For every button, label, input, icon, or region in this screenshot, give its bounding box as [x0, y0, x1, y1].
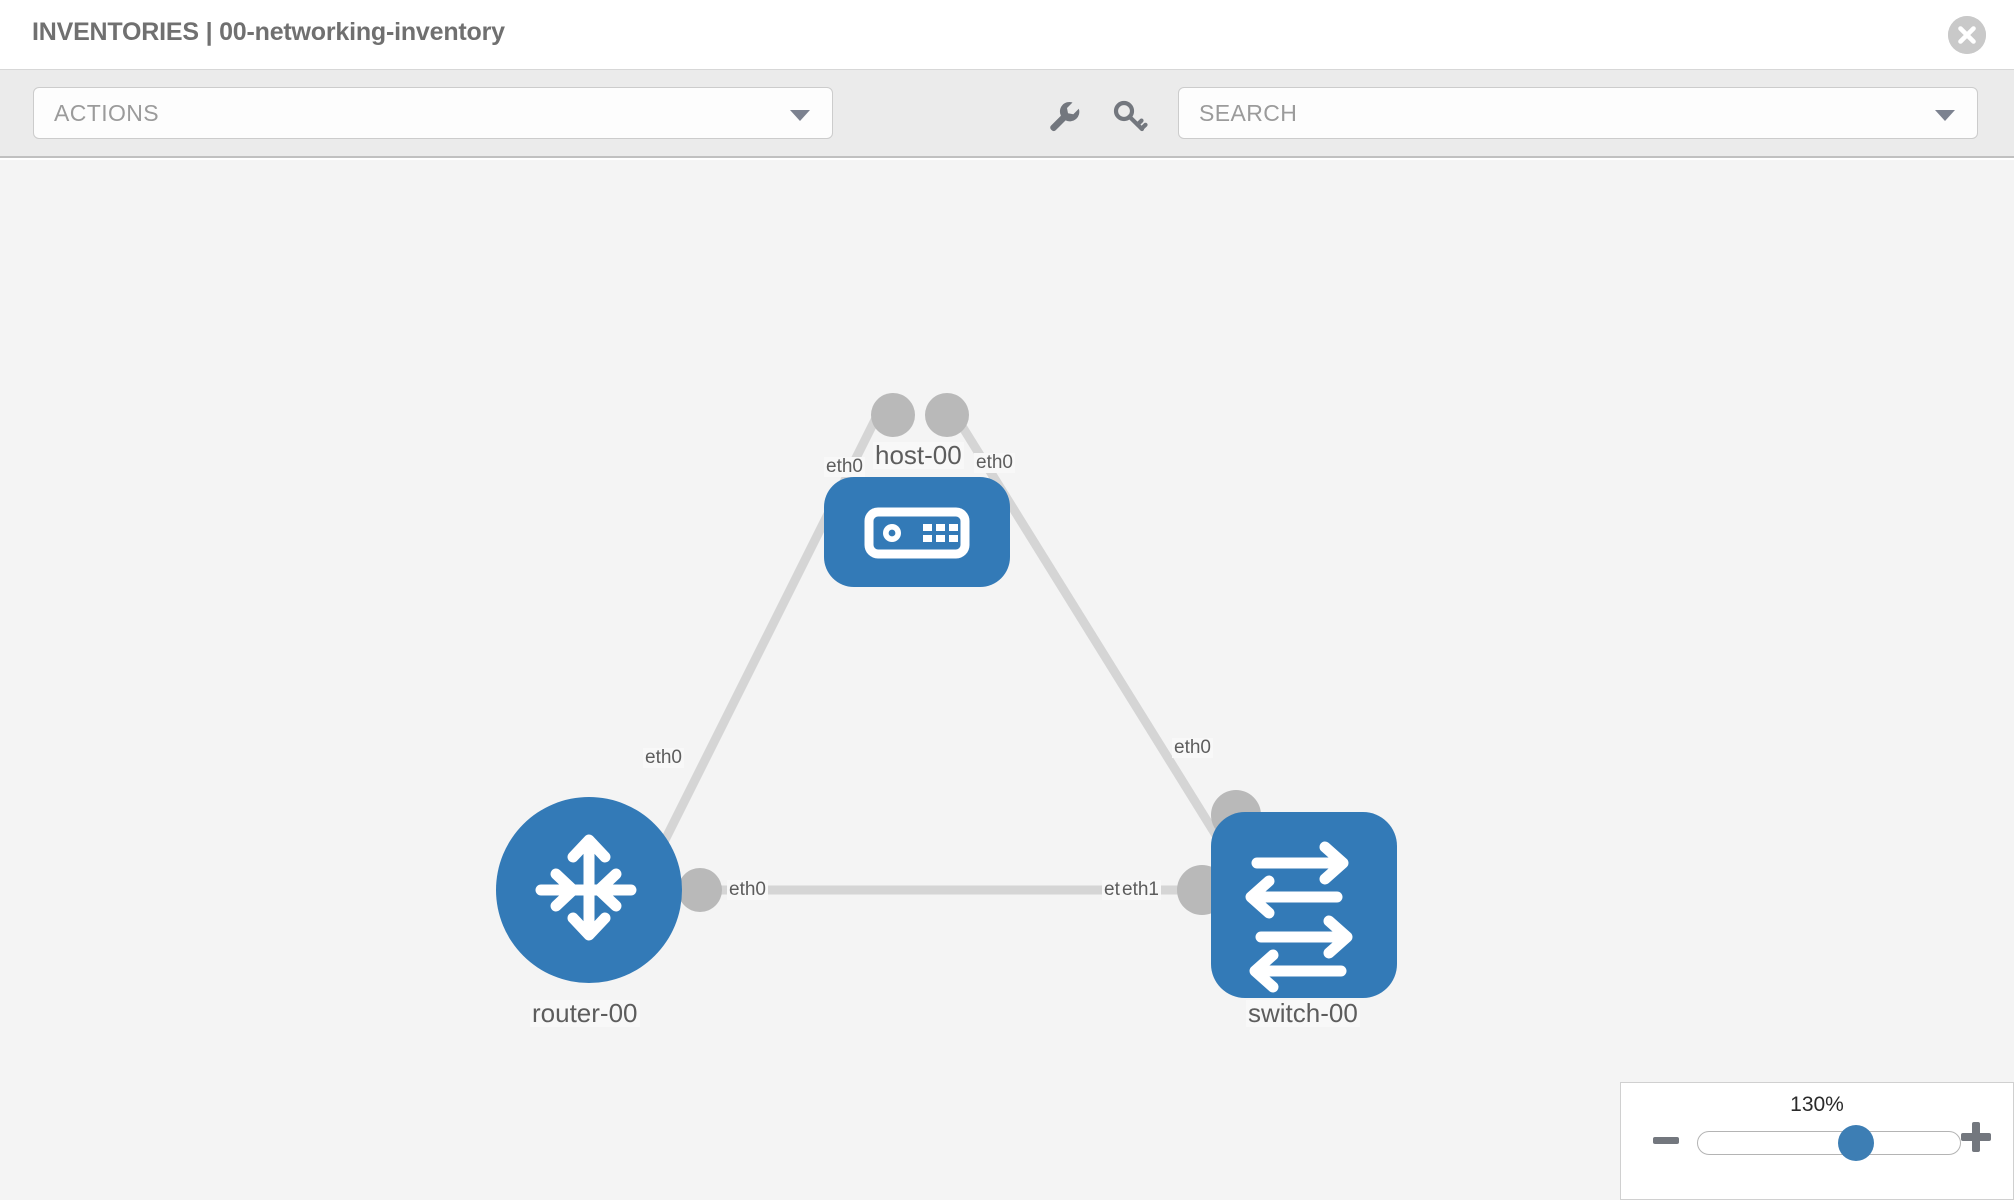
node-label-router-00: router-00: [530, 998, 640, 1028]
server-icon: [864, 507, 970, 559]
router-arrows-icon: [535, 834, 637, 941]
interface-label: eth0: [824, 456, 865, 477]
plus-icon[interactable]: [1959, 1120, 1993, 1159]
interface-label: eth0: [974, 452, 1015, 473]
nub-host-b: [925, 393, 969, 437]
node-label-host-00: host-00: [873, 440, 964, 470]
search-placeholder: SEARCH: [1199, 100, 1298, 126]
switch-arrows-icon: [1245, 841, 1353, 993]
node-router-00[interactable]: [496, 797, 682, 983]
zoom-control-panel: 130%: [1620, 1082, 2014, 1200]
toolbar: ACTIONS SEARCH: [0, 70, 2014, 158]
nub-host-a: [871, 393, 915, 437]
topology-canvas[interactable]: host-00 router-00 switch-00 eth0 eth0 et…: [0, 160, 2014, 1200]
interface-label: eth0: [1172, 737, 1213, 758]
actions-dropdown[interactable]: ACTIONS: [33, 87, 833, 139]
nub-router-right: [678, 868, 722, 912]
close-icon[interactable]: [1948, 16, 1986, 54]
zoom-level-label: 130%: [1790, 1093, 1844, 1116]
link-host-switch: [948, 407, 1254, 893]
key-icon[interactable]: [1110, 96, 1150, 136]
chevron-down-icon: [790, 110, 810, 121]
topology-connector-nubs: [678, 393, 1261, 915]
breadcrumb: INVENTORIES | 00-networking-inventory: [32, 18, 505, 46]
interface-label: eth0: [727, 879, 768, 900]
search-input[interactable]: SEARCH: [1178, 87, 1978, 139]
zoom-slider-thumb[interactable]: [1838, 1125, 1875, 1161]
node-host-00-shape: [824, 477, 1010, 587]
chevron-down-icon: [1935, 110, 1955, 121]
topology-graph: [496, 393, 1397, 998]
wrench-icon[interactable]: [1043, 96, 1083, 136]
node-switch-00[interactable]: [1211, 812, 1397, 998]
node-label-switch-00: switch-00: [1246, 998, 1360, 1028]
page-header: INVENTORIES | 00-networking-inventory: [0, 0, 2014, 70]
minus-icon[interactable]: [1651, 1126, 1681, 1161]
zoom-slider-track[interactable]: [1697, 1131, 1961, 1155]
interface-label: eth1: [1120, 879, 1161, 900]
node-host-00[interactable]: [824, 477, 1010, 587]
interface-label: eth0: [643, 747, 684, 768]
actions-dropdown-label: ACTIONS: [54, 100, 160, 126]
